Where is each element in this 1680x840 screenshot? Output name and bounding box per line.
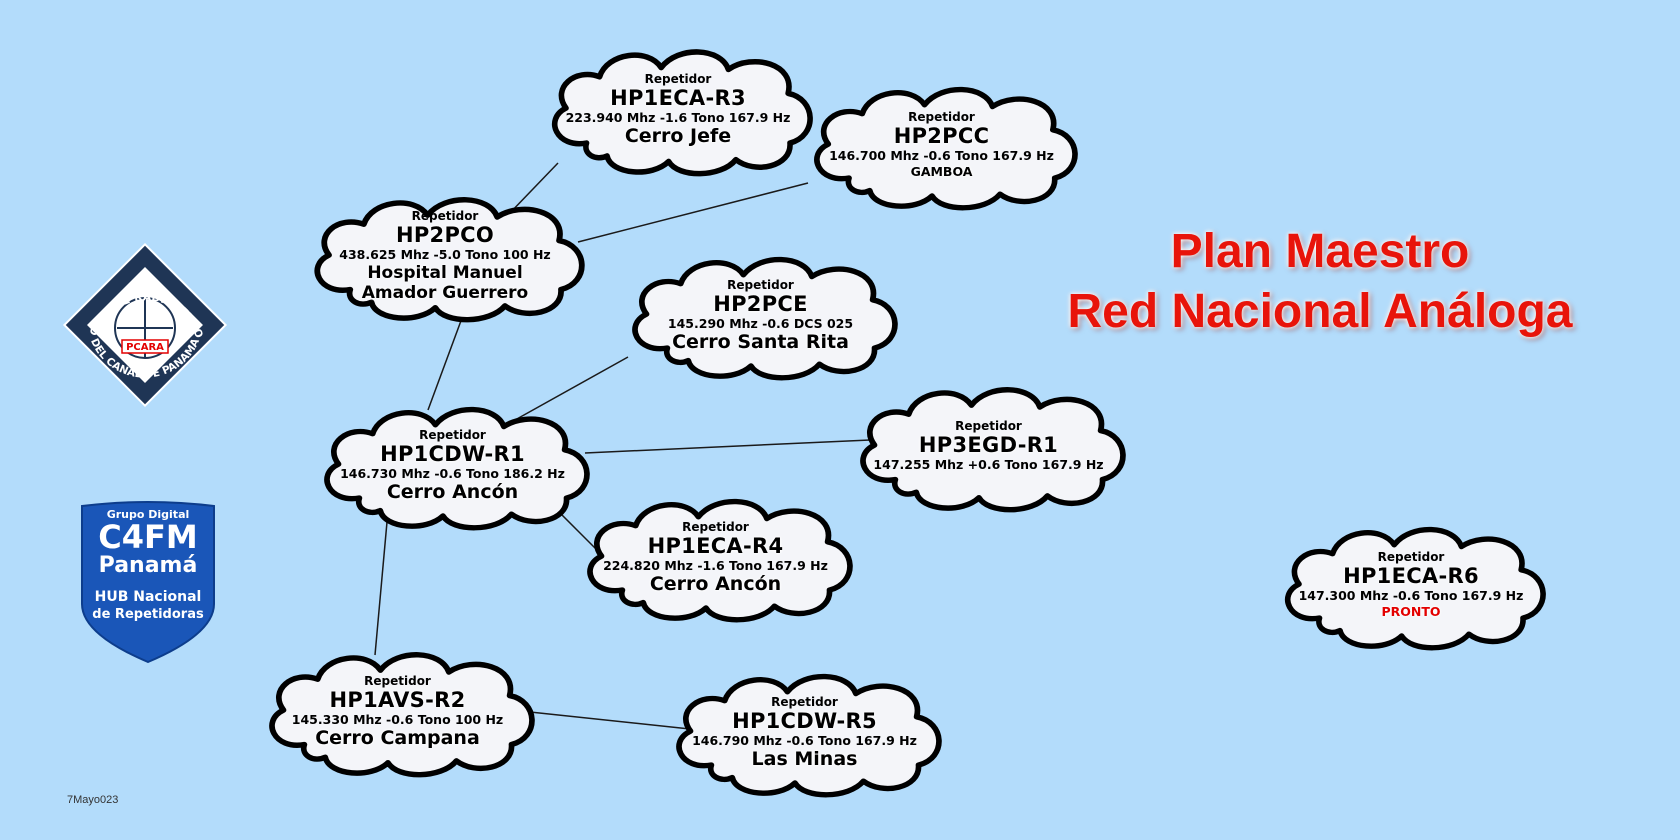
- node-label: Repetidor: [771, 694, 838, 709]
- node-hp3egd-r1: Repetidor HP3EGD-R1 147.255 Mhz +0.6 Ton…: [846, 378, 1131, 514]
- node-frequency: 223.940 Mhz -1.6 Tono 167.9 Hz: [565, 109, 791, 125]
- node-hp1avs-r2: Repetidor HP1AVS-R2 145.330 Mhz -0.6 Ton…: [255, 643, 540, 779]
- link-hp2pco-hp2pcc: [577, 182, 809, 243]
- c4fm-line3: Panamá: [99, 553, 198, 578]
- node-label: Repetidor: [411, 209, 479, 223]
- node-hp2pcc: Repetidor HP2PCC 146.700 Mhz -0.6 Tono 1…: [800, 78, 1083, 212]
- node-label: Repetidor: [908, 110, 975, 124]
- c4fm-shield: [81, 501, 215, 664]
- diagram-title: Plan Maestro Red Nacional Análoga: [1000, 222, 1640, 342]
- node-location-line2: Amador Guerrero: [361, 283, 529, 303]
- pcara-logo: PCARA ASOCIACION DE RADIOAFICIONADOS DEL…: [48, 228, 228, 408]
- node-hp1eca-r3: Repetidor HP1ECA-R3 223.940 Mhz -1.6 Ton…: [538, 40, 818, 178]
- node-hp1eca-r6: Repetidor HP1ECA-R6 147.300 Mhz -0.6 Ton…: [1271, 518, 1551, 652]
- node-label: Repetidor: [419, 427, 486, 442]
- title-line1: Plan Maestro: [1170, 225, 1470, 278]
- node-hp2pco: Repetidor HP2PCO 438.625 Mhz -5.0 Tono 1…: [300, 188, 590, 324]
- node-callsign: HP3EGD-R1: [918, 433, 1059, 457]
- node-frequency: 146.730 Mhz -0.6 Tono 186.2 Hz: [340, 465, 565, 481]
- node-hp1eca-r4: Repetidor HP1ECA-R4 224.820 Mhz -1.6 Ton…: [573, 490, 858, 624]
- node-callsign: HP2PCE: [713, 291, 808, 316]
- node-frequency: 147.255 Mhz +0.6 Tono 167.9 Hz: [873, 457, 1104, 472]
- node-frequency: 145.290 Mhz -0.6 DCS 025: [667, 315, 854, 331]
- node-location-line1: Hospital Manuel: [367, 263, 523, 283]
- node-callsign: HP1CDW-R5: [732, 708, 877, 733]
- link-hp1cdw-r1-hp3egd-r1: [584, 439, 871, 454]
- node-frequency: 438.625 Mhz -5.0 Tono 100 Hz: [339, 247, 551, 262]
- node-hp1cdw-r5: Repetidor HP1CDW-R5 146.790 Mhz -0.6 Ton…: [662, 665, 947, 799]
- link-hp2pco-hp1eca-r3: [507, 162, 559, 216]
- node-label: Repetidor: [644, 71, 712, 86]
- node-frequency: 145.330 Mhz -0.6 Tono 100 Hz: [291, 711, 504, 727]
- node-status-pronto: PRONTO: [1381, 604, 1441, 619]
- c4fm-line2: C4FM: [98, 518, 197, 556]
- c4fm-logo: Grupo Digital C4FM Panamá HUB Nacional d…: [81, 501, 215, 664]
- pcara-badge: PCARA: [126, 342, 164, 353]
- link-hp1avs-r2-hp1cdw-r5: [529, 711, 691, 730]
- node-location: Cerro Santa Rita: [672, 330, 849, 353]
- node-callsign: HP2PCO: [395, 223, 495, 247]
- node-label: Repetidor: [1377, 550, 1445, 564]
- date-stamp: 7Mayo023: [67, 794, 119, 806]
- node-callsign: HP1ECA-R3: [610, 85, 746, 110]
- node-hp1cdw-r1: Repetidor HP1CDW-R1 146.730 Mhz -0.6 Ton…: [310, 398, 595, 532]
- node-callsign: HP1CDW-R1: [380, 441, 525, 466]
- node-label: Repetidor: [955, 419, 1022, 433]
- c4fm-line4: HUB Nacional: [95, 589, 202, 605]
- node-frequency: 147.300 Mhz -0.6 Tono 167.9 Hz: [1298, 588, 1524, 603]
- c4fm-line1: Grupo Digital: [107, 508, 190, 521]
- node-location: Cerro Campana: [315, 726, 480, 749]
- node-location: Cerro Ancón: [386, 480, 519, 503]
- c4fm-line5: de Repetidoras: [92, 607, 204, 622]
- node-frequency: 146.790 Mhz -0.6 Tono 167.9 Hz: [692, 732, 917, 748]
- node-callsign: HP2PCC: [893, 124, 990, 148]
- node-location: GAMBOA: [910, 164, 973, 179]
- node-label: Repetidor: [682, 519, 749, 534]
- node-frequency: 224.820 Mhz -1.6 Tono 167.9 Hz: [603, 557, 828, 573]
- node-callsign: HP1AVS-R2: [329, 687, 466, 712]
- node-location: Cerro Ancón: [649, 572, 782, 595]
- link-hp2pco-hp1cdw-r1: [427, 317, 463, 411]
- node-label: Repetidor: [364, 673, 431, 688]
- node-location: Cerro Jefe: [624, 124, 732, 147]
- node-location: Las Minas: [751, 747, 858, 770]
- node-hp2pce: Repetidor HP2PCE 145.290 Mhz -0.6 DCS 02…: [618, 248, 903, 382]
- node-label: Repetidor: [727, 277, 794, 292]
- node-frequency: 146.700 Mhz -0.6 Tono 167.9 Hz: [829, 148, 1054, 163]
- node-callsign: HP1ECA-R4: [647, 533, 784, 558]
- link-hp1cdw-r1-hp2pce: [514, 356, 629, 421]
- title-line2: Red Nacional Análoga: [1067, 285, 1573, 338]
- link-hp1cdw-r1-hp1avs-r2: [374, 521, 388, 656]
- node-callsign: HP1ECA-R6: [1343, 564, 1479, 588]
